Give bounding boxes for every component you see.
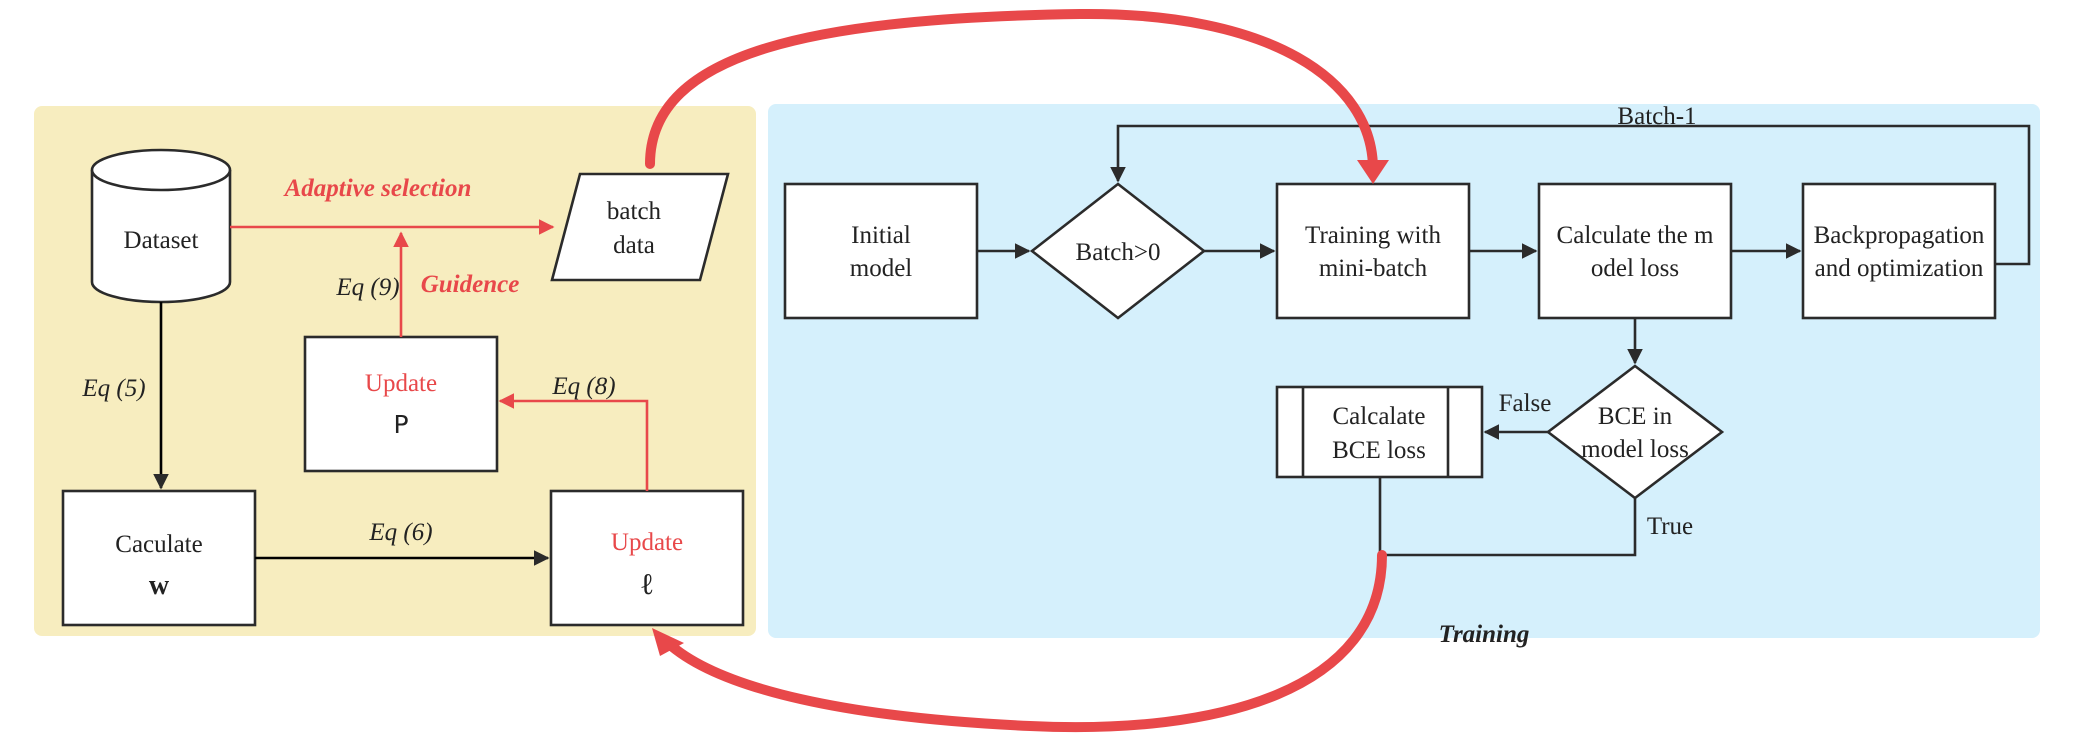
label-guidence: Guidence — [421, 271, 520, 298]
initial-model-label-2: model — [850, 255, 913, 282]
edge-bce-true-merge — [1378, 477, 1637, 557]
label-true: True — [1647, 513, 1693, 540]
label-eq5: Eq (5) — [81, 375, 145, 402]
label-eq9: Eq (9) — [335, 274, 399, 301]
update-l-node: Update ℓ — [549, 489, 745, 627]
red-curve-batch-to-training — [645, 8, 1378, 173]
batch-decision-node: Batch>0 — [1029, 182, 1207, 320]
calc-loss-label-2: odel loss — [1591, 255, 1679, 282]
label-false: False — [1499, 390, 1552, 417]
label-batch-minus-1: Batch-1 — [1617, 103, 1696, 130]
bce-loss-label-2: BCE loss — [1332, 437, 1426, 464]
dataset-label: Dataset — [124, 227, 199, 254]
update-l-label-2: ℓ — [641, 568, 652, 601]
red-curve-training-to-update-l — [663, 550, 1387, 733]
calc-loss-label-1: Calculate the m — [1557, 222, 1714, 249]
backprop-label-2: and optimization — [1815, 255, 1984, 282]
label-eq6: Eq (6) — [368, 519, 432, 546]
batch-decision-label: Batch>0 — [1076, 239, 1161, 266]
update-p-label-1: Update — [365, 370, 437, 397]
label-eq8: Eq (8) — [551, 373, 615, 400]
calc-loss-node: Calculate the m odel loss — [1537, 182, 1733, 320]
batch-data-label-1: batch — [607, 198, 662, 225]
bce-decision-label-2: model loss — [1581, 436, 1689, 463]
training-label-2: mini-batch — [1319, 255, 1428, 282]
caculate-w-label-2: w — [149, 570, 170, 601]
backprop-label-1: Backpropagation — [1814, 222, 1985, 249]
red-curve-top-arrowhead — [1357, 160, 1389, 184]
edge-update-l-to-update-p — [498, 393, 649, 491]
backprop-node: Backpropagation and optimization — [1801, 182, 1997, 320]
bce-decision-node: BCE in model loss — [1545, 364, 1725, 500]
edge-backprop-loop — [1110, 124, 2031, 266]
caculate-w-node: Caculate w — [61, 489, 257, 627]
update-l-label-1: Update — [611, 529, 683, 556]
initial-model-node: Initial model — [783, 182, 979, 320]
bce-loss-label-1: Calcalate — [1333, 403, 1426, 430]
panel-caption-training: Training — [1439, 621, 1530, 648]
batch-data-node: batch data — [550, 172, 730, 282]
batch-data-label-2: data — [613, 232, 655, 259]
red-curve-bottom-arrowhead — [652, 628, 684, 656]
training-label-1: Training with — [1305, 222, 1441, 249]
caculate-w-label-1: Caculate — [115, 531, 202, 558]
label-adaptive-selection: Adaptive selection — [283, 175, 472, 202]
training-node: Training with mini-batch — [1275, 182, 1471, 320]
update-p-label-2: P — [393, 410, 408, 439]
dataset-node: Dataset — [90, 148, 232, 304]
update-p-node: Update P — [303, 335, 499, 473]
initial-model-label-1: Initial — [851, 222, 911, 249]
bce-decision-label-1: BCE in — [1598, 403, 1673, 430]
bce-loss-node: Calcalate BCE loss — [1275, 385, 1484, 479]
